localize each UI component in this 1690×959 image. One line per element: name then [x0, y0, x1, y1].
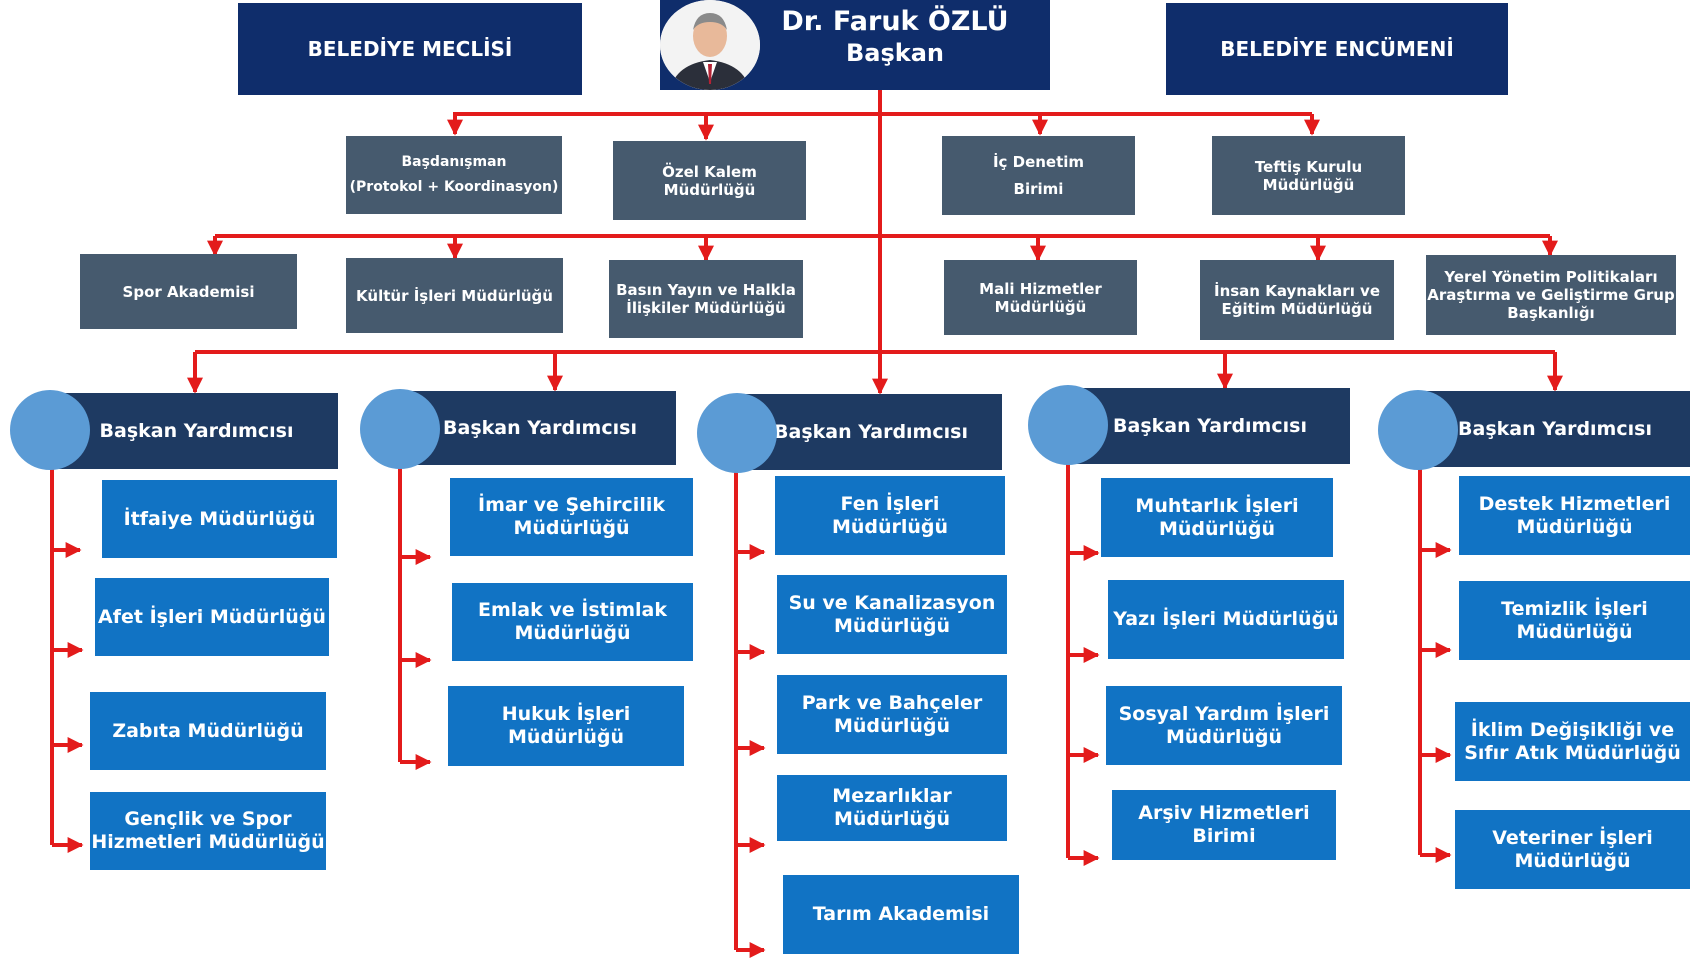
mayor-title: Başkan	[845, 39, 944, 67]
council-box: BELEDİYE MECLİSİ	[238, 3, 582, 95]
youth-sports-box: Gençlik ve Spor Hizmetleri Müdürlüğü	[90, 792, 326, 870]
support-services-box: Destek Hizmetleri Müdürlüğü	[1459, 476, 1690, 555]
internal-audit-box: İç Denetim Birimi	[942, 136, 1135, 215]
chief-advisor-box: Başdanışman (Protokol + Koordinasyon)	[346, 136, 562, 214]
zoning-urbanism-box: İmar ve Şehircilik Müdürlüğü	[450, 478, 693, 556]
mayor-name: Dr. Faruk ÖZLÜ	[781, 6, 1009, 37]
parks-gardens-box: Park ve Bahçeler Müdürlüğü	[777, 675, 1007, 754]
press-relations-box: Basın Yayın ve Halkla İlişkiler Müdürlüğ…	[609, 260, 803, 338]
deputy-mayor-4-circle	[1028, 385, 1108, 465]
fire-department-box: İtfaiye Müdürlüğü	[102, 480, 337, 558]
climate-zero-waste-box: İklim Değişikliği ve Sıfır Atık Müdürlüğ…	[1455, 702, 1690, 781]
cemeteries-box: Mezarlıklar Müdürlüğü	[777, 775, 1007, 841]
legal-affairs-box: Hukuk İşleri Müdürlüğü	[448, 686, 684, 766]
municipal-police-box: Zabıta Müdürlüğü	[90, 692, 326, 770]
deputy-mayor-2-circle	[360, 389, 440, 469]
deputy-mayor-2-bar: Başkan Yardımcısı	[404, 391, 676, 465]
committee-box: BELEDİYE ENCÜMENİ	[1166, 3, 1508, 95]
water-sewage-box: Su ve Kanalizasyon Müdürlüğü	[777, 575, 1007, 654]
archive-services-box: Arşiv Hizmetleri Birimi	[1112, 790, 1336, 860]
deputy-mayor-5-bar: Başkan Yardımcısı	[1420, 391, 1690, 467]
deputy-mayor-1-circle	[10, 390, 90, 470]
culture-affairs-box: Kültür İşleri Müdürlüğü	[346, 258, 563, 333]
agriculture-academy-box: Tarım Akademisi	[783, 875, 1019, 954]
technical-works-box: Fen İşleri Müdürlüğü	[775, 476, 1005, 555]
private-office-box: Özel Kalem Müdürlüğü	[613, 141, 806, 220]
disaster-affairs-box: Afet İşleri Müdürlüğü	[95, 578, 329, 656]
deputy-mayor-5-circle	[1378, 390, 1458, 470]
neighborhood-affairs-box: Muhtarlık İşleri Müdürlüğü	[1101, 478, 1333, 557]
social-aid-box: Sosyal Yardım İşleri Müdürlüğü	[1106, 686, 1342, 765]
inspection-board-box: Teftiş Kurulu Müdürlüğü	[1212, 136, 1405, 215]
local-policy-research-box: Yerel Yönetim Politikaları Araştırma ve …	[1426, 255, 1676, 335]
deputy-mayor-3-bar: Başkan Yardımcısı	[740, 394, 1002, 470]
deputy-mayor-4-bar: Başkan Yardımcısı	[1070, 388, 1350, 464]
veterinary-affairs-box: Veteriner İşleri Müdürlüğü	[1455, 810, 1690, 889]
human-resources-box: İnsan Kaynakları ve Eğitim Müdürlüğü	[1200, 260, 1394, 340]
clerical-affairs-box: Yazı İşleri Müdürlüğü	[1108, 580, 1344, 659]
real-estate-box: Emlak ve İstimlak Müdürlüğü	[452, 583, 693, 661]
deputy-mayor-1-bar: Başkan Yardımcısı	[55, 393, 338, 469]
person-icon	[660, 0, 760, 90]
cleaning-services-box: Temizlik İşleri Müdürlüğü	[1459, 581, 1690, 660]
sports-academy-box: Spor Akademisi	[80, 254, 297, 329]
mayor-label: Dr. Faruk ÖZLÜ Başkan	[760, 6, 1030, 67]
deputy-mayor-3-circle	[697, 393, 777, 473]
financial-services-box: Mali Hizmetler Müdürlüğü	[944, 260, 1137, 335]
mayor-photo	[660, 0, 760, 90]
